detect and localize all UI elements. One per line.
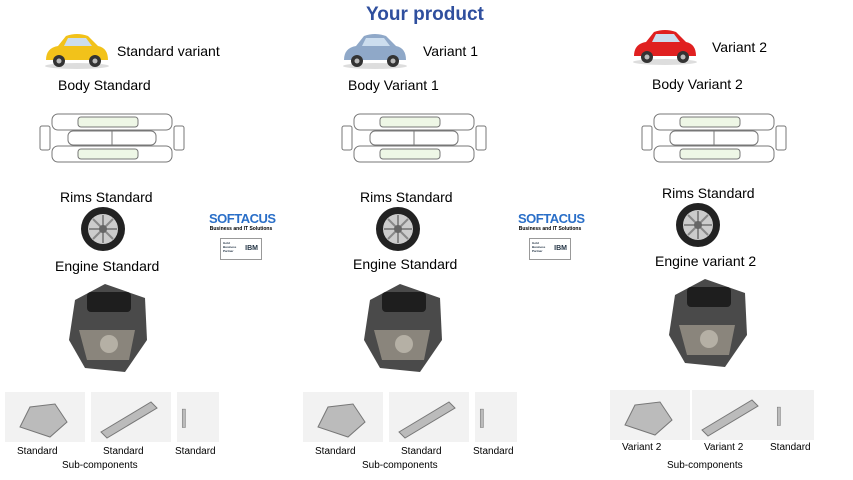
sub-component-label: Standard xyxy=(401,446,442,457)
car-body-diagram xyxy=(341,113,487,163)
sub-component-label: Variant 2 xyxy=(622,442,662,453)
sub-components-label: Sub-components xyxy=(362,460,438,471)
engine-image xyxy=(364,284,442,372)
car-icon xyxy=(45,34,109,69)
sub-component-label: Standard xyxy=(175,446,216,457)
sub-component-image xyxy=(692,390,772,440)
rim-icon xyxy=(676,203,720,247)
sub-component-image xyxy=(177,392,219,442)
sub-component-image xyxy=(475,392,517,442)
body-label: Body Variant 2 xyxy=(652,76,743,92)
body-label: Body Standard xyxy=(58,77,151,93)
engine-label: Engine variant 2 xyxy=(655,253,757,269)
sub-component-image xyxy=(91,392,171,442)
sub-component-label: Variant 2 xyxy=(704,442,744,453)
engine-label: Engine Standard xyxy=(55,258,160,274)
engine-image xyxy=(669,279,747,367)
sub-components-label: Sub-components xyxy=(62,460,138,471)
variant-label: Variant 1 xyxy=(423,43,478,59)
engine-image xyxy=(69,284,147,372)
rims-label: Rims Standard xyxy=(60,189,153,205)
rims-label: Rims Standard xyxy=(662,185,755,201)
car-body-diagram xyxy=(39,113,185,163)
rims-label: Rims Standard xyxy=(360,189,453,205)
variant-label: Variant 2 xyxy=(712,39,767,55)
car-icon xyxy=(633,30,697,65)
sub-component-image xyxy=(303,392,383,442)
variant-label: Standard variant xyxy=(117,43,220,59)
car-body-diagram xyxy=(641,113,787,163)
sub-component-label: Standard xyxy=(103,446,144,457)
engine-label: Engine Standard xyxy=(353,256,458,272)
page-title: Your product xyxy=(366,4,484,25)
rim-icon xyxy=(376,207,420,251)
sub-component-label: Standard xyxy=(770,442,811,453)
sub-component-label: Standard xyxy=(17,446,58,457)
sub-component-label: Standard xyxy=(473,446,514,457)
sub-component-image xyxy=(772,390,814,440)
rim-icon xyxy=(81,207,125,251)
sub-component-label: Standard xyxy=(315,446,356,457)
body-label: Body Variant 1 xyxy=(348,77,439,93)
sub-component-image xyxy=(389,392,469,442)
sub-component-image xyxy=(5,392,85,442)
sub-component-image xyxy=(610,390,690,440)
car-icon xyxy=(343,34,407,69)
sub-components-label: Sub-components xyxy=(667,460,743,471)
